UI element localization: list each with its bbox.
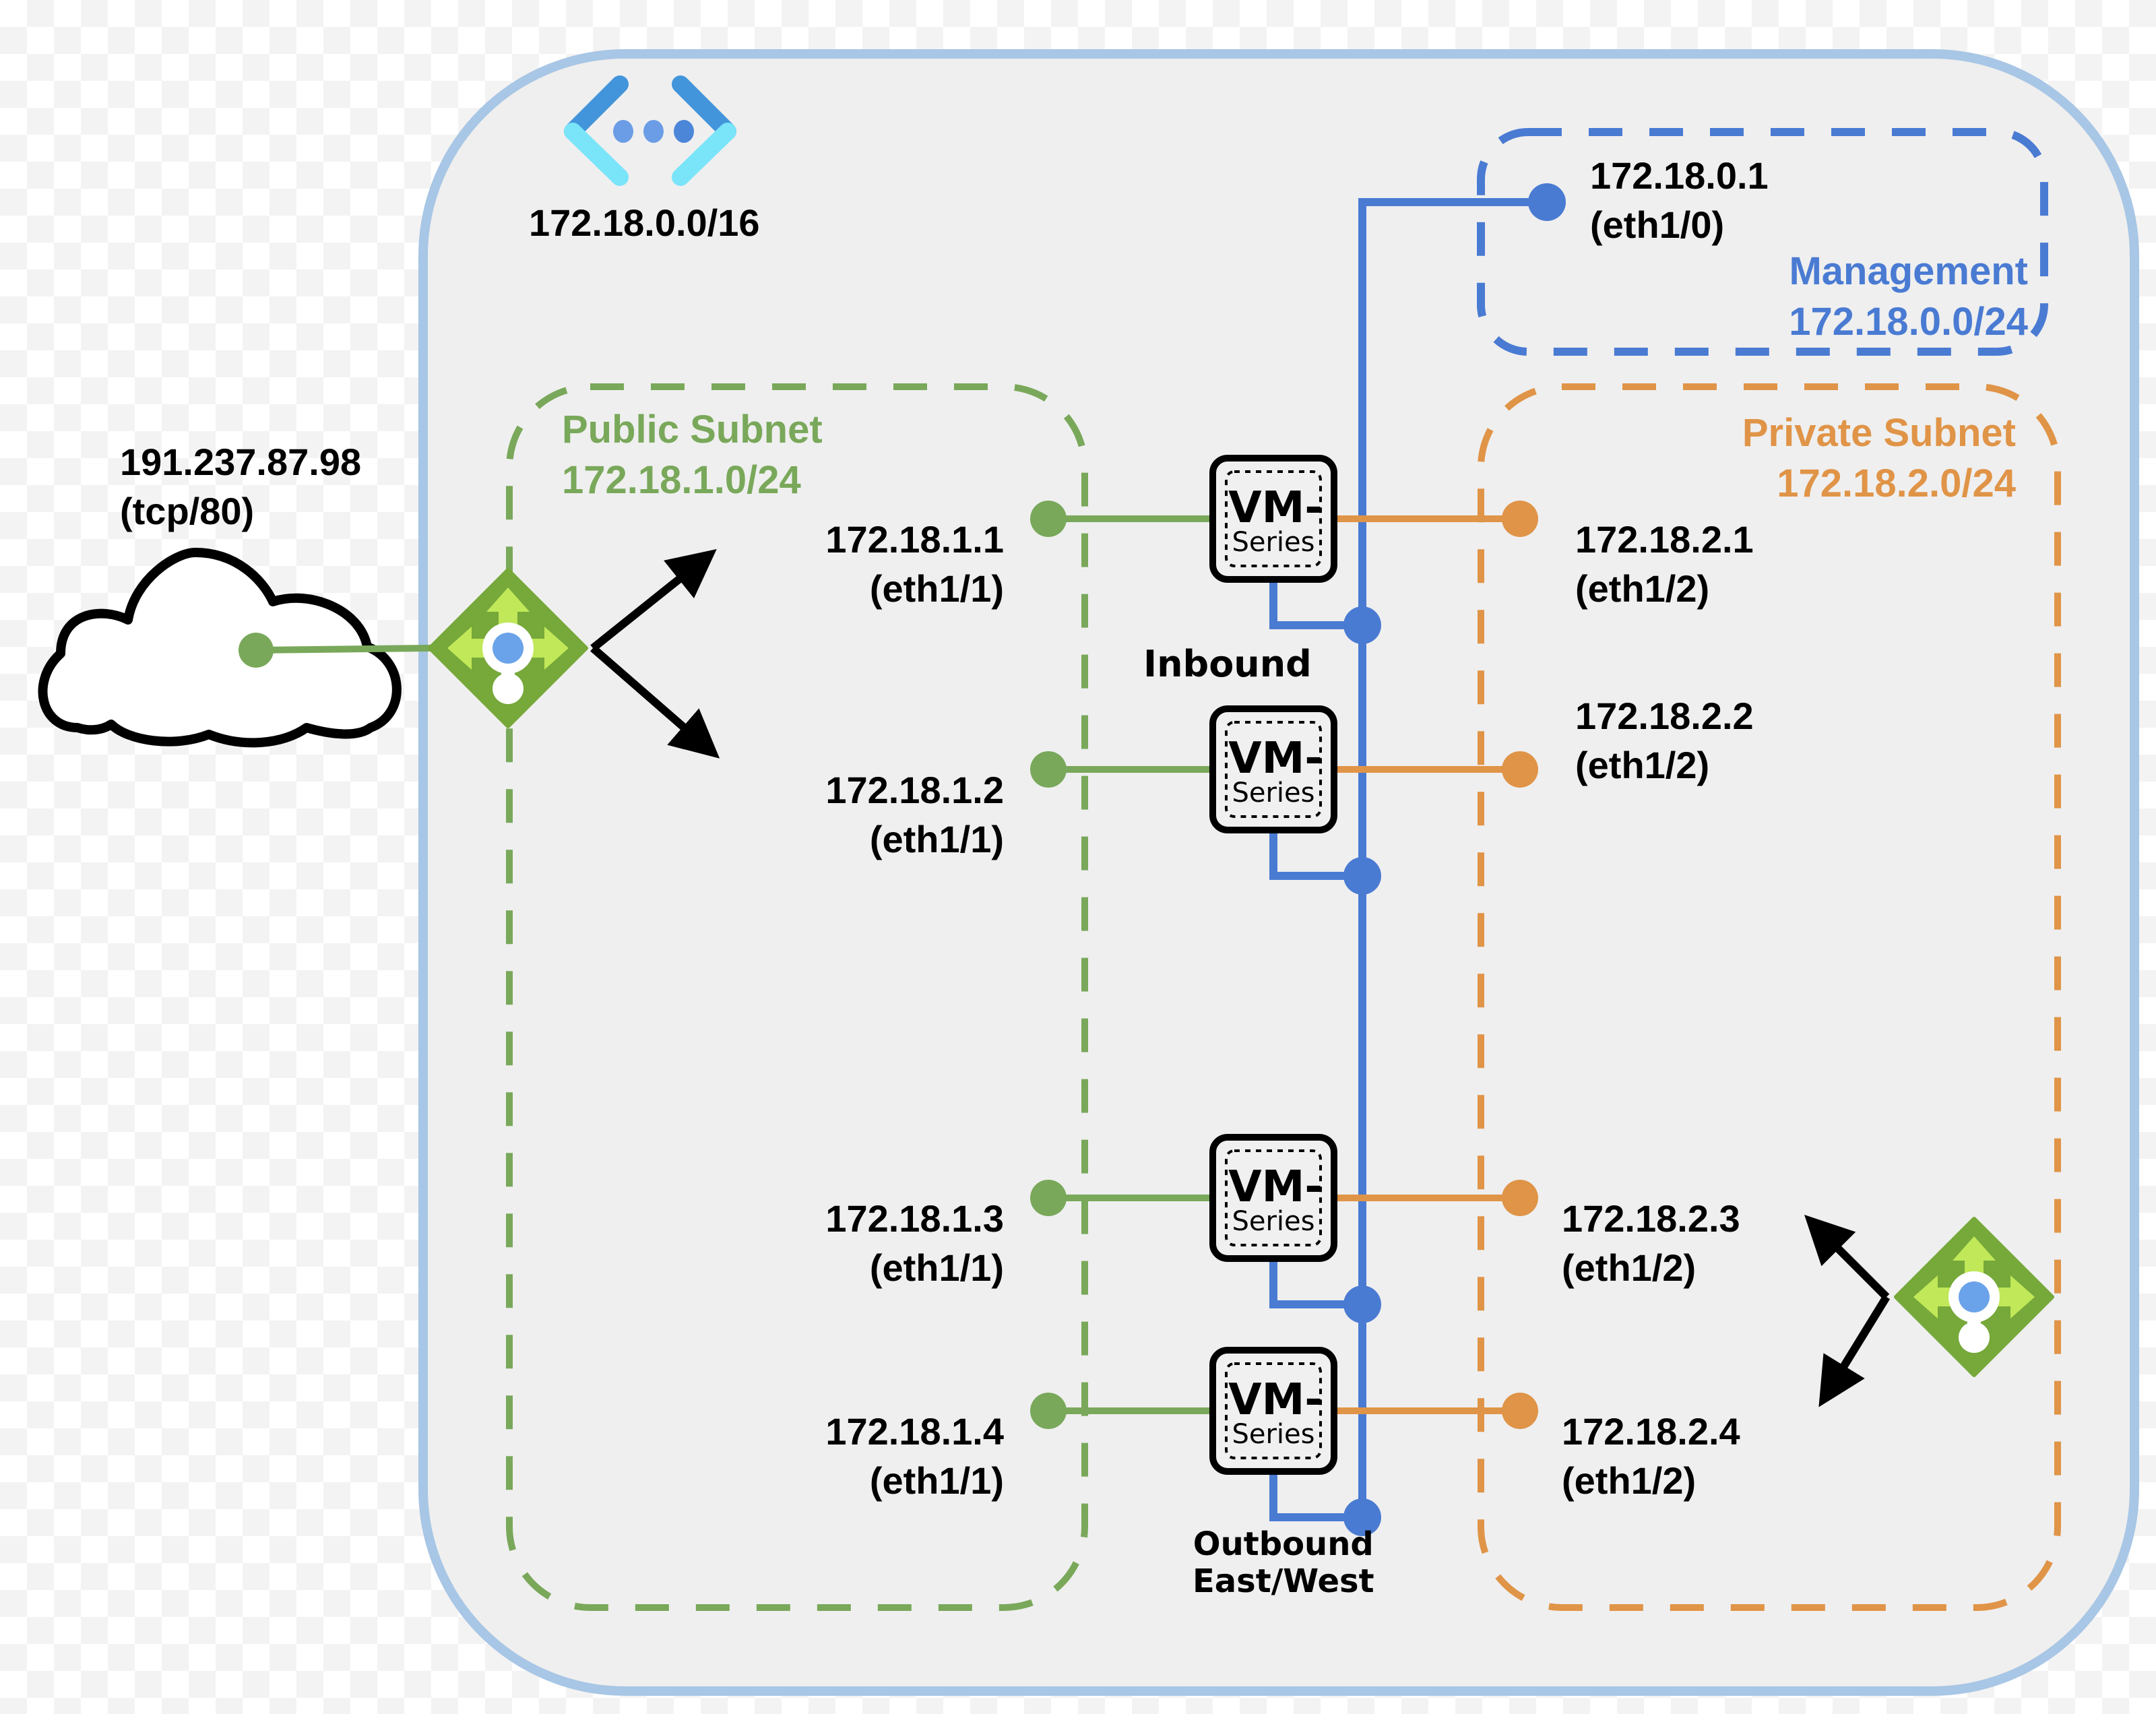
private-subnet-boundary <box>1478 383 2061 1611</box>
public-interface-node <box>1030 751 1067 788</box>
public-interface-label: 172.18.1.4 (eth1/1) <box>825 1407 1004 1506</box>
management-bus-node <box>1343 1498 1381 1536</box>
vm-series-title: VM- <box>1228 1162 1323 1212</box>
private-interface-label: 172.18.2.2 (eth1/2) <box>1575 692 1754 790</box>
outbound-flow-line2: East/West <box>1193 1562 1374 1601</box>
internet-ip-label: 191.237.87.98 (tcp/80) <box>120 438 361 536</box>
management-subnet-boundary <box>1477 128 2048 356</box>
management-bus-node <box>1343 606 1381 644</box>
management-interface-label: 172.18.0.1 (eth1/0) <box>1590 152 1769 250</box>
public-iface: (eth1/1) <box>869 1459 1004 1502</box>
private-interface-node <box>1502 1393 1538 1429</box>
cloud-icon <box>38 548 402 748</box>
vm-series-firewall[interactable]: VM-Series <box>1030 1137 1538 1323</box>
vm-series-subtitle: Series <box>1232 1419 1314 1450</box>
management-ip: 172.18.0.1 <box>1590 154 1769 197</box>
private-ip: 172.18.2.1 <box>1575 518 1754 561</box>
public-interface-node <box>1030 1180 1067 1216</box>
management-subnet-name: Management <box>1789 249 2028 293</box>
private-subnet-cidr: 172.18.2.0/24 <box>1777 462 2016 506</box>
public-subnet-name: Public Subnet <box>562 408 823 451</box>
private-interface-node <box>1502 1180 1538 1216</box>
internet-port: (tcp/80) <box>120 489 255 532</box>
public-interface-node <box>1030 1393 1067 1429</box>
internet-link <box>255 645 432 654</box>
private-iface: (eth1/2) <box>1575 743 1710 786</box>
public-interface-node <box>1030 501 1067 537</box>
vm-series-title: VM- <box>1228 483 1323 533</box>
public-iface: (eth1/1) <box>869 567 1004 610</box>
private-subnet-name: Private Subnet <box>1742 411 2016 455</box>
public-lb-arrows <box>590 549 720 759</box>
outbound-flow-line1: Outbound <box>1193 1525 1374 1563</box>
public-ip: 172.18.1.4 <box>825 1410 1004 1453</box>
internet-ip: 191.237.87.98 <box>120 441 362 483</box>
vm-series-firewall[interactable]: VM-Series <box>1030 1350 1538 1536</box>
public-ip: 172.18.1.1 <box>825 518 1004 561</box>
management-bus-node <box>1343 1286 1381 1323</box>
private-interface-label: 172.18.2.1 (eth1/2) <box>1575 515 1754 614</box>
private-subnet-label: Private Subnet 172.18.2.0/24 <box>1742 408 2016 509</box>
vm-series-title: VM- <box>1228 734 1323 784</box>
public-ip: 172.18.1.2 <box>825 769 1004 811</box>
public-iface: (eth1/1) <box>869 1246 1004 1289</box>
private-interface-label: 172.18.2.4 (eth1/2) <box>1562 1407 1740 1506</box>
inbound-flow-label: Inbound <box>1143 643 1312 685</box>
management-iface: (eth1/0) <box>1590 203 1725 246</box>
management-link <box>1269 579 1362 629</box>
vnet-cidr-label: 172.18.0.0/16 <box>529 201 760 244</box>
private-interface-node <box>1502 501 1538 537</box>
vm-series-subtitle: Series <box>1232 1206 1314 1237</box>
vm-series-title: VM- <box>1228 1375 1323 1425</box>
management-subnet-label: Management 172.18.0.0/24 <box>1789 246 2028 348</box>
public-interface-label: 172.18.1.3 (eth1/1) <box>825 1195 1004 1293</box>
management-interface-node <box>1528 183 1566 221</box>
public-iface: (eth1/1) <box>869 817 1004 860</box>
management-bus-node <box>1343 857 1381 895</box>
private-ip: 172.18.2.4 <box>1562 1410 1740 1453</box>
management-link <box>1269 1471 1362 1521</box>
public-ip: 172.18.1.3 <box>825 1197 1004 1240</box>
public-interface-label: 172.18.1.1 (eth1/1) <box>825 515 1004 614</box>
private-interface-node <box>1502 751 1538 788</box>
public-subnet-boundary <box>506 383 1088 1611</box>
management-subnet-cidr: 172.18.0.0/24 <box>1789 300 2028 344</box>
private-ip: 172.18.2.3 <box>1562 1197 1740 1240</box>
private-interface-label: 172.18.2.3 (eth1/2) <box>1562 1195 1740 1293</box>
management-bus <box>1358 198 1547 1516</box>
vm-series-subtitle: Series <box>1232 777 1314 808</box>
outbound-flow-label: Outbound East/West <box>1193 1525 1374 1601</box>
internal-lb-arrows <box>1804 1215 1891 1407</box>
management-link <box>1269 830 1362 880</box>
virtual-network-icon <box>564 75 736 186</box>
private-iface: (eth1/2) <box>1562 1246 1697 1289</box>
public-subnet-cidr: 172.18.1.0/24 <box>562 458 801 503</box>
internet-node <box>239 633 274 668</box>
vm-series-subtitle: Series <box>1232 527 1314 558</box>
private-iface: (eth1/2) <box>1575 567 1710 610</box>
vm-series-firewall[interactable]: VM-Series <box>1030 458 1538 644</box>
private-ip: 172.18.2.2 <box>1575 695 1754 737</box>
vm-series-firewall[interactable]: VM-Series <box>1030 709 1538 895</box>
private-iface: (eth1/2) <box>1562 1459 1697 1502</box>
management-link <box>1269 1259 1362 1308</box>
public-interface-label: 172.18.1.2 (eth1/1) <box>825 766 1004 864</box>
public-subnet-label: Public Subnet 172.18.1.0/24 <box>562 404 823 506</box>
